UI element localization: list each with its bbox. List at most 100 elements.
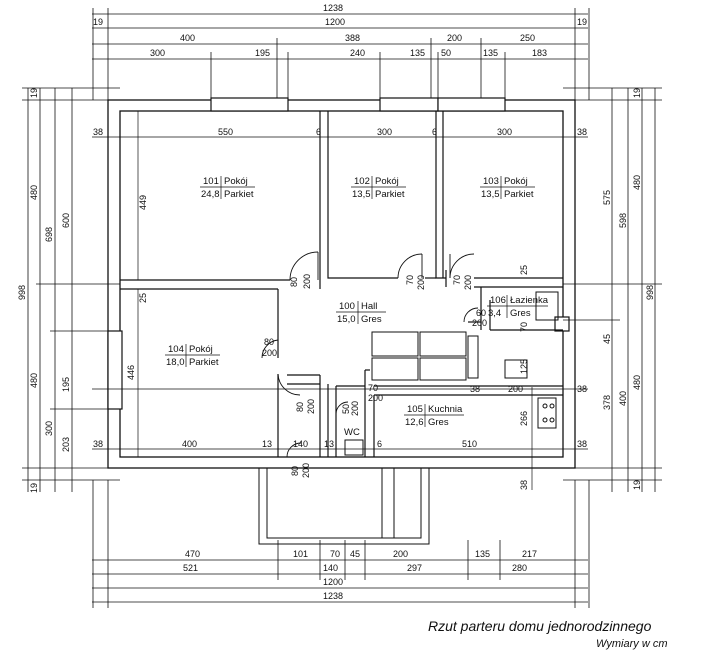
dim-room103-width: 300 [497,127,512,137]
room-104-area: 18,0 [166,357,185,368]
dim-left-row-b: 698 [44,227,54,242]
dim-bottom-row1-a: 470 [185,549,200,559]
dim-right-row-c-575: 575 [602,190,612,205]
door-label-103-w: 70 [452,275,462,285]
door-label-kitchen-h: 200 [368,393,383,403]
dim-bottom-row1-d: 45 [350,549,360,559]
dim-bottom-row1-b: 101 [293,549,308,559]
room-wc-label: WC [344,427,360,438]
dim-kitchen-width: 510 [462,439,477,449]
dim-wall-38-g: 38 [519,480,529,490]
room-103-finish: Parkiet [504,189,534,200]
door-label-store-h: 200 [350,401,360,416]
room-100-label: 100 Hall 15,0 Gres [336,301,386,325]
dim-right-row-b-598: 598 [618,213,628,228]
room-105-area: 12,6 [405,417,424,428]
door-label-wc-h: 200 [306,399,316,414]
dim-wall-13-a: 13 [262,439,272,449]
room-101-area: 24,8 [201,189,220,200]
room-101-id: 101 [203,176,219,187]
dim-top-row2-d: 250 [520,33,535,43]
dim-bottom-row2-b: 140 [323,563,338,573]
room-106-name: Łazienka [510,295,549,306]
drawing-caption: Rzut parteru domu jednorodzinnego [428,618,652,634]
dim-kitchen-height: 266 [519,411,529,426]
dim-bottom-row1-c: 70 [330,549,340,559]
room-102-label: 102 Pokój 13,5 Parkiet [351,176,406,200]
room-100-id: 100 [339,301,355,312]
bottom-dimension-lines [92,480,590,608]
room-105-finish: Gres [428,417,449,428]
dim-right-row-a-top: 480 [632,175,642,190]
dim-wall-25-b: 25 [519,265,529,275]
dim-right-wall-bottom: 19 [632,480,642,490]
room-104-label: 104 Pokój 18,0 Parkiet [165,344,220,368]
dim-wall-38-b: 38 [577,127,587,137]
dim-left-row-c-300: 300 [44,421,54,436]
floor-plan-drawing: 1238 19 1200 19 400 388 200 250 300 195 … [17,3,662,608]
room-103-area: 13,5 [481,189,500,200]
dim-bottom-inner: 1200 [323,577,343,587]
door-label-entry-h: 200 [301,463,311,478]
dim-bottom-row1-g: 217 [522,549,537,559]
dim-right-row-a-bottom: 480 [632,375,642,390]
dim-room101-width: 550 [218,127,233,137]
dim-top-row3-b: 195 [255,48,270,58]
dim-bath-counter: 200 [508,384,523,394]
room-106-area: 3,4 [488,308,501,319]
dim-bottom-row1-f: 135 [475,549,490,559]
room-104-id: 104 [168,344,184,355]
dim-top-row2-b: 388 [345,33,360,43]
terrace-outline [258,467,430,545]
room-104-name: Pokój [189,344,213,355]
room-104-finish: Parkiet [189,357,219,368]
dim-bath-70: 70 [519,322,529,332]
dim-wall-25-a: 25 [138,293,148,303]
dim-top-row2-c: 200 [447,33,462,43]
dim-right-wall-top: 19 [632,88,642,98]
dim-left-row-a-top: 480 [29,185,39,200]
right-dimension-lines [563,87,662,492]
dim-wall-38-e: 38 [470,384,480,394]
dim-top-overall: 1238 [323,3,343,13]
dim-wall-38-c: 38 [93,439,103,449]
dim-left-wall-top: 19 [29,88,39,98]
room-100-area: 15,0 [337,314,356,325]
room-102-finish: Parkiet [375,189,405,200]
dim-top-row3-d: 135 [410,48,425,58]
dim-top-wall-right: 19 [577,17,587,27]
room-100-name: Hall [361,301,377,312]
door-label-101-h: 200 [302,274,312,289]
room-106-label: 106 Łazienka 3,4 Gres [487,295,549,319]
dim-top-row3-f: 135 [483,48,498,58]
dim-partition-6-a: 6 [316,127,321,137]
room-101-label: 101 Pokój 24,8 Parkiet [200,176,255,200]
dim-wc-width: 140 [293,439,308,449]
dim-left-row-c-203: 203 [61,437,71,452]
door-label-104-w: 80 [264,337,274,347]
door-label-102-w: 70 [405,275,415,285]
door-label-kitchen-w: 70 [368,383,378,393]
door-label-103-h: 200 [463,275,473,290]
door-label-bath-w: 60 [476,308,486,318]
room-101-finish: Parkiet [224,189,254,200]
dim-wall-38-a: 38 [93,127,103,137]
room-105-label: 105 Kuchnia 12,6 Gres [404,404,464,428]
door-label-store-w: 50 [341,404,351,414]
dim-wall-38-f: 38 [577,384,587,394]
room-106-finish: Gres [510,308,531,319]
interior-walls [120,111,563,457]
dim-partition-6-b: 6 [432,127,437,137]
room-100-finish: Gres [361,314,382,325]
dim-right-row-c-45: 45 [602,334,612,344]
room-105-id: 105 [407,404,423,415]
dim-left-row-c-600: 600 [61,213,71,228]
drawing-units-note: Wymiary w cm [596,638,668,650]
dim-left-row-c-195: 195 [61,377,71,392]
dim-wall-38-d: 38 [577,439,587,449]
door-label-101-w: 80 [289,277,299,287]
dim-room101-height: 449 [138,195,148,210]
dim-partition-6-c: 6 [377,439,382,449]
dim-room104-height: 446 [126,365,136,380]
dim-left-row-a-bottom: 480 [29,373,39,388]
